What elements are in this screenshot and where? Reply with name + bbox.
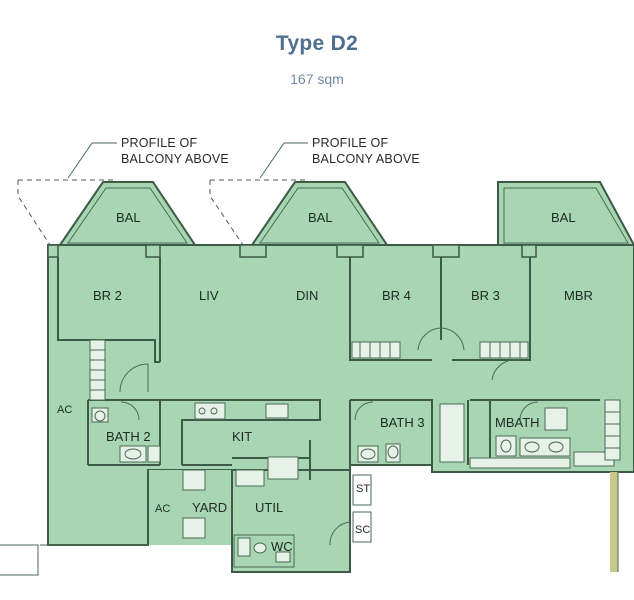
balcony-note-1-line2: BALCONY ABOVE <box>121 152 229 166</box>
label-mbath: MBATH <box>495 415 540 430</box>
label-st: ST <box>356 483 370 495</box>
balcony-note-2-line1: PROFILE OF <box>312 136 388 150</box>
interior-walls <box>57 257 600 568</box>
balcony-note-2-line2: BALCONY ABOVE <box>312 152 420 166</box>
balconies <box>58 181 634 246</box>
door-swings <box>119 327 539 546</box>
label-din: DIN <box>296 288 318 303</box>
site-edges <box>0 472 619 576</box>
label-br2: BR 2 <box>93 288 122 303</box>
label-util: UTIL <box>255 500 283 515</box>
label-yard: YARD <box>192 500 227 515</box>
label-ac-2: AC <box>155 503 170 515</box>
label-mbr: MBR <box>564 288 593 303</box>
label-bal-3: BAL <box>551 210 576 225</box>
label-bal-2: BAL <box>308 210 333 225</box>
wardrobes <box>89 339 621 467</box>
plan-title: Type D2 <box>275 32 359 55</box>
label-bath2: BATH 2 <box>106 429 151 444</box>
label-br3: BR 3 <box>471 288 500 303</box>
fixtures <box>91 402 571 563</box>
label-ac-1: AC <box>57 404 72 416</box>
label-bath3: BATH 3 <box>380 415 425 430</box>
apartment-floor <box>47 244 634 573</box>
label-br4: BR 4 <box>382 288 411 303</box>
plan-area: 167 sqm <box>290 71 344 87</box>
label-wc: WC <box>271 539 293 554</box>
label-bal-1: BAL <box>116 210 141 225</box>
label-kit: KIT <box>232 429 252 444</box>
balcony-profile-outlines <box>17 142 308 246</box>
balcony-note-1-line1: PROFILE OF <box>121 136 197 150</box>
label-liv: LIV <box>199 288 219 303</box>
label-sc: SC <box>355 524 370 536</box>
